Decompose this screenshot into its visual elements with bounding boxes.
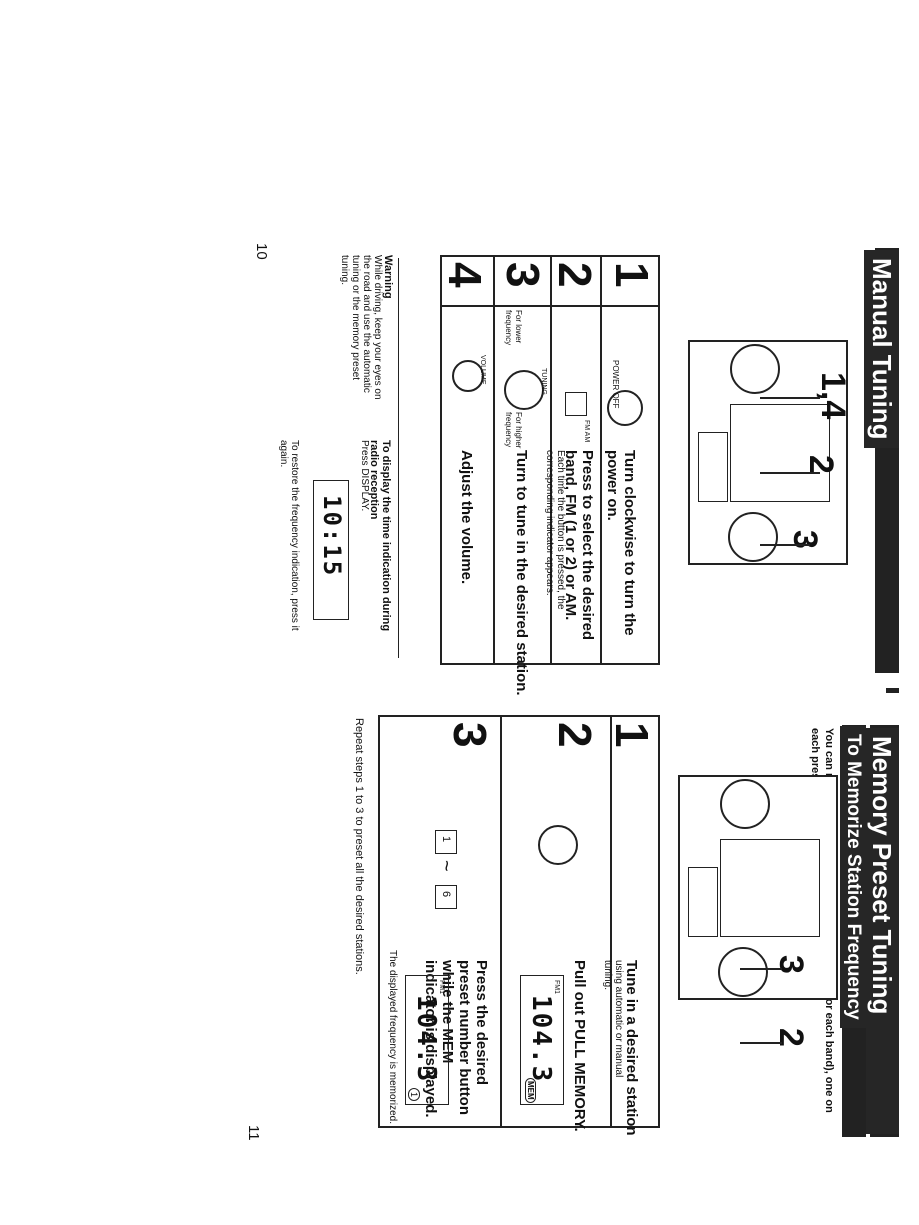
step-title: Tune in a desired station [623, 960, 640, 1136]
steps-table [378, 715, 660, 1128]
step-number: 1 [606, 722, 658, 748]
frequency-reading: 104.3 [526, 995, 556, 1084]
step-title: Turn clockwise to turn the power on. [604, 450, 638, 636]
preset-button-1-icon [435, 830, 457, 854]
preset-buttons-icon [688, 867, 718, 937]
volume-knob-icon [452, 360, 484, 392]
step-number: 2 [549, 262, 601, 288]
step-number-column [440, 305, 660, 307]
car-radio-illustration [678, 775, 838, 1000]
row-divider [610, 715, 612, 1128]
leader-line [760, 544, 810, 546]
mem-badge: MEM [525, 1078, 536, 1103]
car-radio-illustration [688, 340, 848, 565]
step-title: Pull out PULL MEMORY. [571, 960, 588, 1132]
memorize-subbanner: To Memorize Station Frequency [840, 726, 866, 1028]
button-label: FM AM [583, 420, 590, 443]
clock-display [313, 480, 349, 620]
tuning-knob-icon [718, 947, 768, 997]
band-button-icon [565, 392, 587, 416]
restore-text: To restore the frequency indication, pre… [278, 440, 300, 631]
band-tag: FM1 [553, 980, 560, 994]
tuning-knob-icon [504, 370, 544, 410]
step-title: Adjust the volume. [458, 450, 475, 585]
page-number: 11 [245, 1125, 262, 1141]
preset-button-1-label: 1 [440, 836, 452, 843]
step-title: Press to select the desired band, FM (1 … [562, 450, 596, 641]
knob-label: TUNING [540, 368, 547, 395]
leader-line [740, 1042, 782, 1044]
step-number: 1 [606, 262, 658, 288]
frequency-display [405, 975, 449, 1105]
power-volume-knob-icon [730, 344, 780, 394]
step-note: The displayed frequency is memorized. [387, 950, 398, 1124]
step-note: using automatic or manual tuning. [602, 960, 624, 1078]
band-tag: FM1 [438, 980, 445, 994]
manual-tuning-banner: Manual Tuning [864, 250, 899, 448]
power-volume-knob-icon [720, 779, 770, 829]
leader-line [760, 472, 820, 474]
row-divider [550, 255, 552, 665]
warning-text: While driving, keep your eyes on the roa… [339, 255, 383, 400]
display-tip-title: To display the time indication during ra… [368, 440, 392, 632]
warning-title: Warning [382, 255, 394, 299]
display-panel [730, 404, 830, 502]
row-divider [600, 255, 602, 665]
frequency-reading: 104.3 [411, 995, 441, 1084]
step-note: Each time the button is pressed, the cor… [544, 450, 566, 610]
preset-button-6-icon [435, 885, 457, 909]
power-knob-icon [607, 390, 643, 426]
tuning-knob-icon [728, 512, 778, 562]
preset-number-badge: 1 [408, 1088, 420, 1102]
preset-button-6-label: 6 [440, 891, 452, 898]
step-number: 3 [497, 262, 549, 288]
memory-preset-banner: Memory Preset Tuning [864, 728, 899, 1134]
step-title: Turn to tune in the desired station. [513, 450, 530, 696]
display-tip-text: Press DISPLAY. [359, 440, 370, 512]
step-number: 4 [439, 262, 491, 288]
divider [398, 258, 399, 658]
callout-2: 2 [772, 1028, 810, 1047]
row-divider [493, 255, 495, 665]
leader-line [740, 968, 782, 970]
row-divider [500, 715, 502, 1128]
knob-label: VOLUME [479, 355, 486, 385]
page-number: 10 [253, 243, 270, 260]
leader-line [760, 397, 820, 399]
frequency-display [520, 975, 564, 1105]
display-panel [720, 839, 820, 937]
callout-1-4: 1,4 [814, 372, 852, 420]
pull-memory-knob-icon [538, 825, 578, 865]
knob-label: POWER OFF [611, 360, 620, 409]
callout-3: 3 [786, 530, 824, 549]
repeat-text: Repeat steps 1 to 3 to preset all the de… [353, 718, 365, 975]
range-tilde: ~ [435, 860, 457, 872]
step-number: 3 [444, 722, 496, 748]
preset-buttons-icon [698, 432, 728, 502]
callout-3: 3 [772, 955, 810, 974]
step-number: 2 [549, 722, 601, 748]
section-marker [886, 688, 899, 693]
clock-reading: 10:15 [318, 495, 346, 578]
